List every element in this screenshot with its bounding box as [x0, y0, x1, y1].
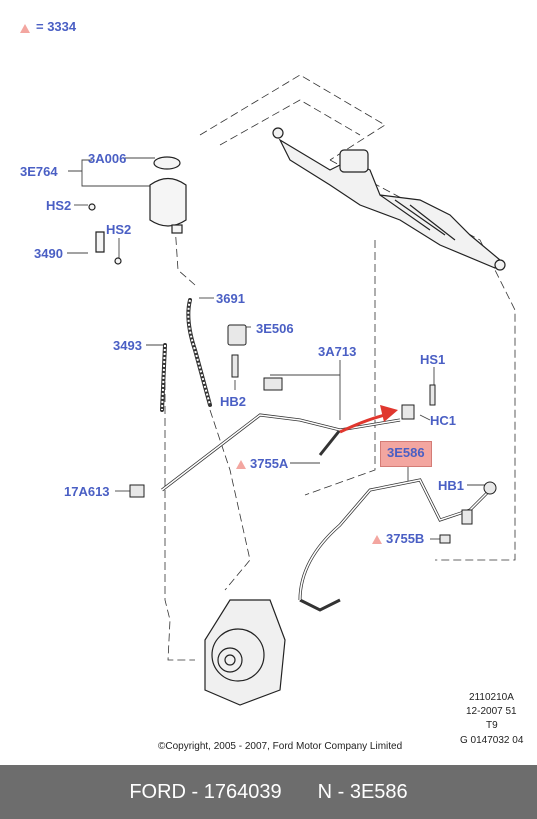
legend-value: = 3334: [36, 19, 77, 34]
pump: [204, 599, 286, 706]
footer-bar: FORD - 1764039 N - 3E586: [0, 765, 537, 819]
drawing-number: G 0147032 04: [460, 735, 524, 746]
arrow-head: [380, 405, 398, 422]
label-3493: 3493: [113, 338, 142, 353]
copyright: ©Copyright, 2005 - 2007, Ford Motor Comp…: [158, 741, 403, 752]
drawing-sheet: T9: [486, 720, 498, 731]
footer-ref: N - 3E586: [317, 780, 408, 803]
steering-rack: [272, 127, 506, 271]
clip-parts: [129, 324, 497, 544]
drawing-date: 12-2007 51: [466, 706, 517, 717]
legend-triangle-icon: [20, 24, 30, 33]
label-3691: 3691: [216, 291, 245, 306]
label-HS1: HS1: [420, 352, 446, 367]
label-3490: 3490: [34, 246, 63, 261]
arrow-marker: [339, 413, 386, 434]
label-3755B: 3755B: [386, 531, 425, 546]
parts-diagram: [67, 74, 516, 706]
label-3755A: 3755A: [250, 456, 289, 471]
triangle-3755B-icon: [372, 535, 382, 544]
label-HS2-b: HS2: [106, 222, 132, 237]
label-HC1: HC1: [430, 413, 457, 428]
label-3E506: 3E506: [256, 321, 294, 336]
label-17A613: 17A613: [64, 484, 110, 499]
label-HS2-a: HS2: [46, 198, 72, 213]
label-3E586: 3E586: [387, 445, 425, 460]
triangle-3755A-icon: [236, 460, 246, 469]
label-HB2: HB2: [220, 394, 247, 409]
reservoir: [88, 156, 187, 265]
label-3A006: 3A006: [88, 151, 127, 166]
drawing-code: 2110210A: [469, 692, 514, 703]
footer-brand-part: FORD - 1764039: [129, 780, 282, 803]
label-HB1: HB1: [438, 478, 465, 493]
hoses: [160, 298, 212, 412]
hoses-inner: [161, 299, 211, 411]
label-3E764: 3E764: [20, 164, 58, 179]
highlight-box: [380, 441, 432, 467]
label-3A713: 3A713: [318, 344, 357, 359]
